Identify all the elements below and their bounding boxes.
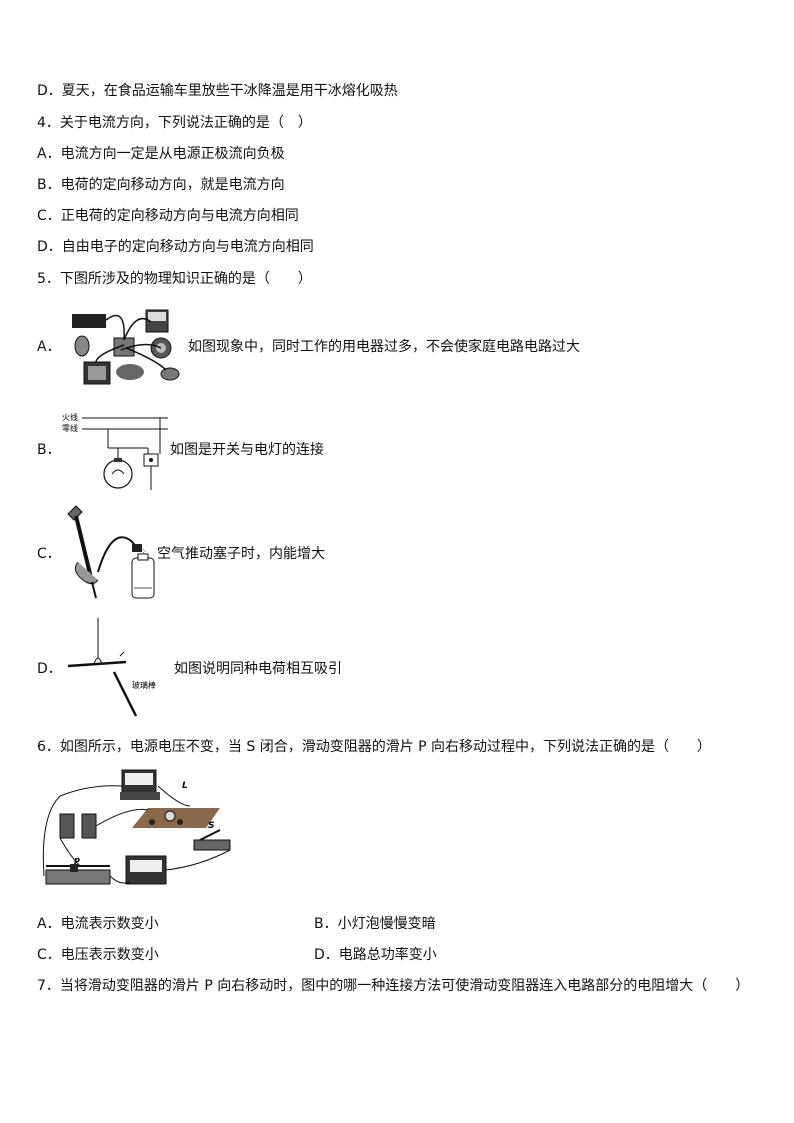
lamp-label: L bbox=[182, 781, 188, 791]
q6-stem: 6．如图所示，电源电压不变，当 S 闭合，滑动变阻器的滑片 P 向右移动过程中，… bbox=[37, 739, 712, 755]
q5-option-a-label: A． bbox=[37, 339, 61, 355]
q5-stem: 5．下图所涉及的物理知识正确的是（ ） bbox=[37, 271, 312, 287]
slider-label: P bbox=[74, 857, 80, 866]
q4-stem: 4．关于电流方向，下列说法正确的是（ ） bbox=[37, 115, 312, 131]
q6-option-a: A．电流表示数变小 bbox=[37, 916, 159, 932]
q5-option-d-text: 如图说明同种电荷相互吸引 bbox=[174, 661, 342, 677]
q6-option-b: B．小灯泡慢慢变暗 bbox=[314, 916, 436, 932]
q5-option-c-label: C． bbox=[37, 546, 61, 562]
q4-option-d: D．自由电子的定向移动方向与电流方向相同 bbox=[37, 239, 314, 255]
q5-option-b-text: 如图是开关与电灯的连接 bbox=[170, 442, 324, 458]
q6-option-c: C．电压表示数变小 bbox=[37, 947, 159, 963]
sliding-rheostat-circuit-figure: L S P bbox=[42, 769, 231, 885]
q4-option-a: A．电流方向一定是从电源正极流向负极 bbox=[37, 146, 285, 162]
q5-option-b-label: B． bbox=[37, 442, 61, 458]
q5-option-d-label: D． bbox=[37, 661, 62, 677]
switch-lamp-circuit-figure: 火线 零线 bbox=[62, 412, 168, 490]
q7-stem: 7．当将滑动变阻器的滑片 P 向右移动时，图中的哪一种连接方法可使滑动变阻器连入… bbox=[37, 978, 750, 994]
air-pump-bottle-figure: ⁘ bbox=[67, 505, 155, 599]
q4-option-c: C．正电荷的定向移动方向与电流方向相同 bbox=[37, 208, 299, 224]
q6-option-d: D．电路总功率变小 bbox=[314, 947, 437, 963]
live-wire-label: 火线 bbox=[62, 412, 78, 422]
q5-option-c-text: 空气推动塞子时，内能增大 bbox=[157, 546, 325, 562]
q4-option-b: B．电荷的定向移动方向，就是电流方向 bbox=[37, 177, 285, 193]
glass-rod-label: 玻璃棒 bbox=[132, 680, 156, 690]
overloaded-socket-figure bbox=[72, 309, 180, 385]
neutral-wire-label: 零线 bbox=[62, 423, 78, 433]
svg-text:⁘: ⁘ bbox=[140, 547, 147, 556]
q3-option-d: D．夏天，在食品运输车里放些干冰降温是用干冰熔化吸热 bbox=[37, 83, 398, 99]
q5-option-a-text: 如图现象中，同时工作的用电器过多，不会使家庭电路电路过大 bbox=[188, 339, 580, 355]
glass-rod-charge-figure: 玻璃棒 bbox=[67, 618, 156, 717]
switch-label: S bbox=[208, 821, 214, 831]
